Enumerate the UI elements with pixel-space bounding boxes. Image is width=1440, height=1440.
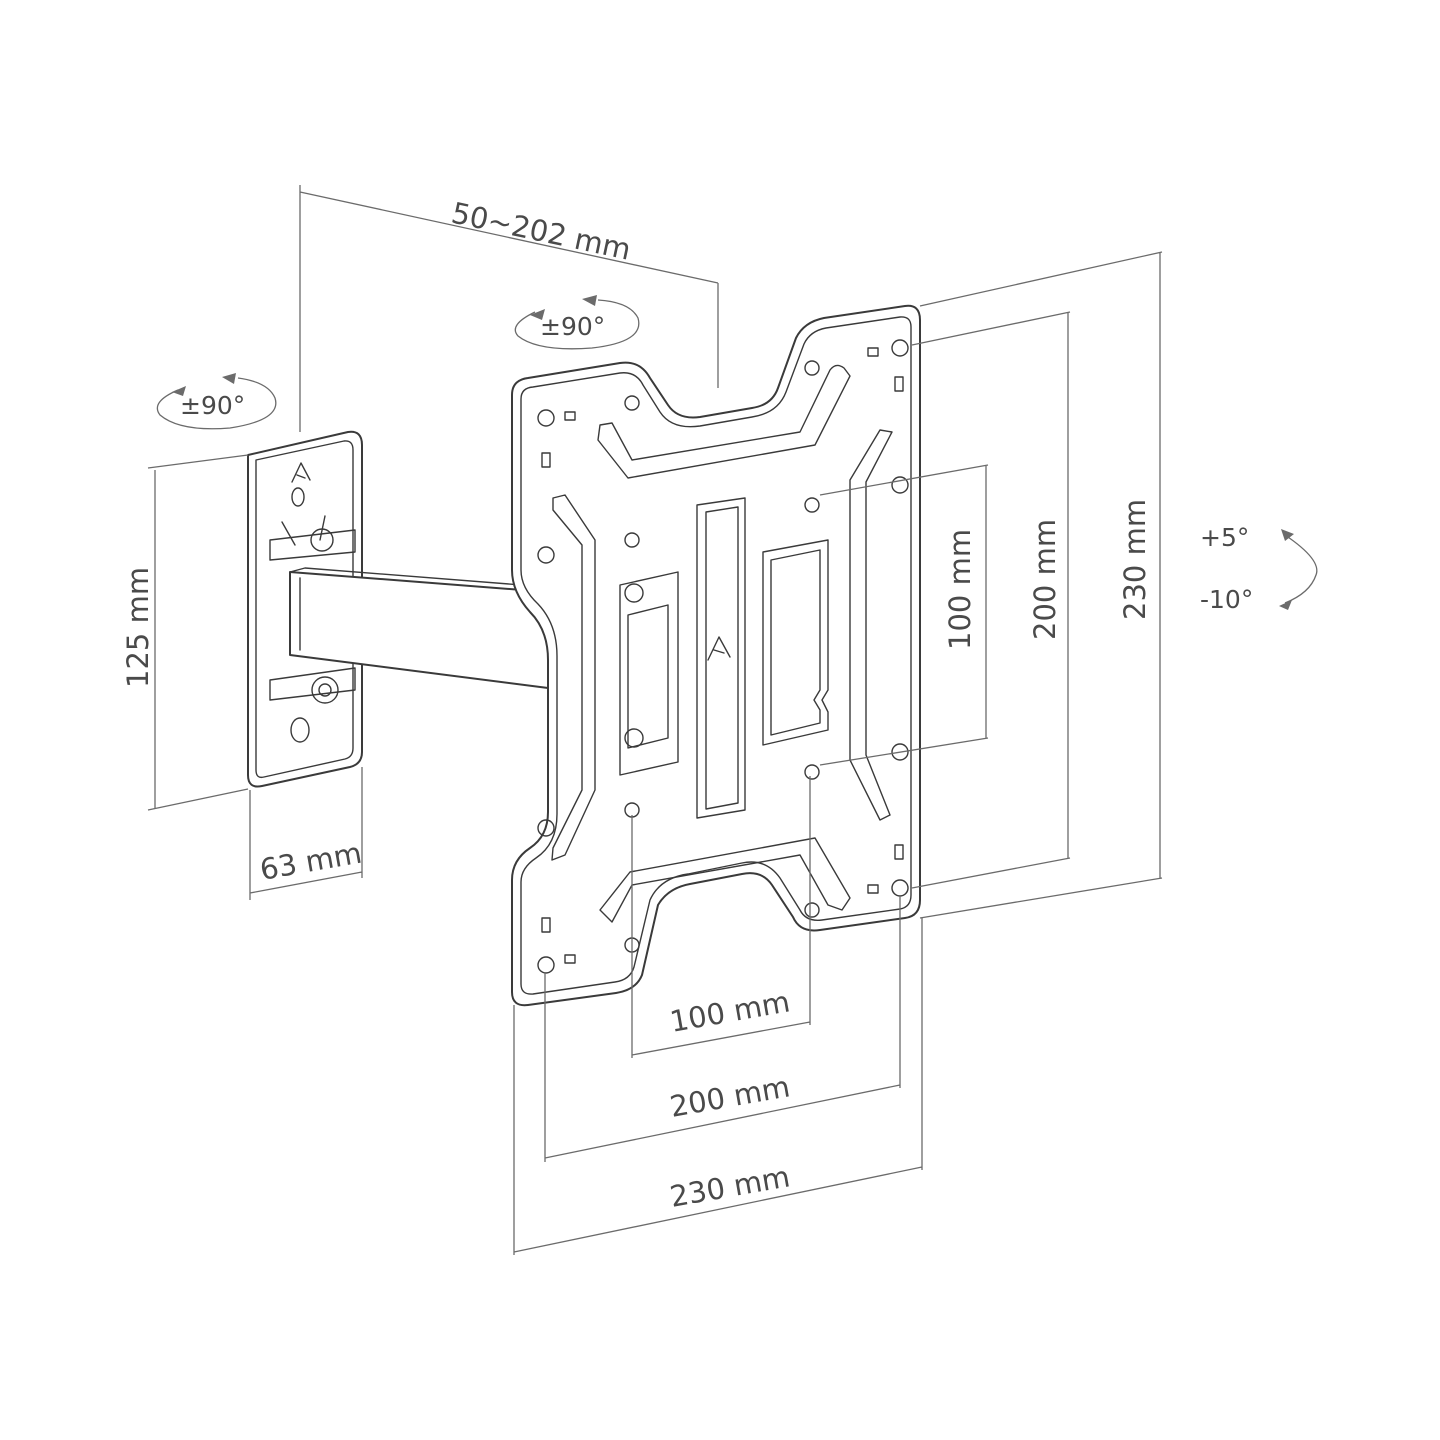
vesa-hole: [537, 956, 555, 974]
swing-arm: [289, 567, 561, 689]
vesa-hole: [804, 764, 820, 780]
vesa-inner-height-label: 100 mm: [943, 529, 977, 650]
brand-logo-icon: [291, 462, 311, 483]
wall-swivel-symbol: [156, 373, 277, 430]
brand-logo-icon: [707, 636, 731, 661]
arm-extension-label: 50~202 mm: [449, 196, 634, 267]
plate-width-label: 230 mm: [667, 1159, 792, 1214]
vesa-outer-height-label: 200 mm: [1028, 519, 1062, 640]
wall-plate-width-label: 63 mm: [257, 836, 364, 887]
head-swivel-label: ±90°: [540, 312, 605, 341]
tilt-down-label: -10°: [1200, 585, 1253, 614]
vesa-hole: [804, 360, 820, 376]
plate-height-label: 230 mm: [1118, 499, 1152, 620]
vesa-hole: [537, 409, 555, 427]
vesa-hole: [537, 546, 555, 564]
vesa-hole: [804, 497, 820, 513]
tilt-symbol: [1279, 529, 1318, 610]
vesa-hole: [891, 743, 909, 761]
wall-swivel-label: ±90°: [180, 391, 245, 420]
vesa-outer-width-label: 200 mm: [667, 1069, 792, 1124]
vesa-hole: [804, 902, 820, 918]
vesa-hole: [891, 476, 909, 494]
mount-hole: [290, 717, 310, 743]
vesa-inner-width-label: 100 mm: [667, 984, 792, 1039]
vesa-hole: [537, 819, 555, 837]
dimension-lines: [147, 185, 1163, 1255]
vesa-hole: [624, 395, 640, 411]
wall-plate-height-label: 125 mm: [121, 567, 155, 688]
vesa-plate: [511, 304, 921, 1007]
mount-hole: [291, 487, 305, 507]
tilt-up-label: +5°: [1200, 523, 1249, 552]
head-swivel-symbol: [514, 295, 640, 350]
vesa-hole: [891, 339, 909, 357]
vesa-hole: [624, 532, 640, 548]
